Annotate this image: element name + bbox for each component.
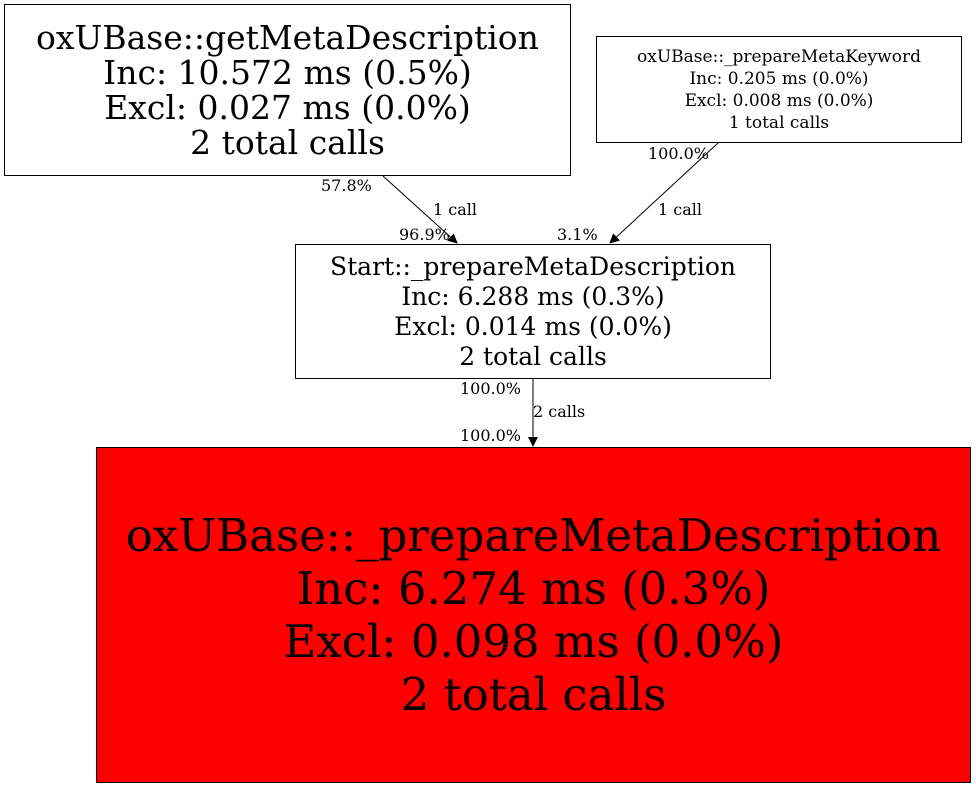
node-oxubase-preparemetadescription[interactable]: oxUBase::_prepareMetaDescription Inc: 6.… <box>96 447 971 783</box>
node-total-calls: 2 total calls <box>190 123 385 162</box>
edge-getmeta-to-start <box>382 175 458 244</box>
edge-tail-percent: 100.0% <box>648 144 710 163</box>
node-total-calls: 2 total calls <box>400 668 667 721</box>
node-oxubase-preparemetakeyword[interactable]: oxUBase::_prepareMetaKeyword Inc: 0.205 … <box>596 36 962 143</box>
node-total-calls: 2 total calls <box>459 341 607 371</box>
node-name: oxUBase::_prepareMetaDescription <box>125 509 942 562</box>
node-total-calls: 1 total calls <box>728 112 830 133</box>
node-name: Start::_prepareMetaDescription <box>330 251 736 281</box>
edge-call-count: 1 call <box>658 200 702 219</box>
node-exclusive-time: Excl: 0.014 ms (0.0%) <box>394 311 672 341</box>
edge-call-count: 2 calls <box>533 402 586 421</box>
edge-tail-percent: 100.0% <box>460 379 522 398</box>
node-inclusive-time: Inc: 6.274 ms (0.3%) <box>296 562 771 615</box>
edge-head-percent: 100.0% <box>460 426 522 445</box>
node-exclusive-time: Excl: 0.027 ms (0.0%) <box>104 88 471 127</box>
node-oxubase-getmetadescription[interactable]: oxUBase::getMetaDescription Inc: 10.572 … <box>4 4 571 176</box>
node-start-preparemetadescription[interactable]: Start::_prepareMetaDescription Inc: 6.28… <box>295 244 771 379</box>
edge-head-percent: 3.1% <box>557 225 598 244</box>
edge-keyword-to-start <box>609 142 719 244</box>
node-inclusive-time: Inc: 6.288 ms (0.3%) <box>401 281 665 311</box>
edge-tail-percent: 57.8% <box>321 176 372 195</box>
edge-head-percent: 96.9% <box>399 225 450 244</box>
node-name: oxUBase::_prepareMetaKeyword <box>637 46 921 67</box>
node-inclusive-time: Inc: 10.572 ms (0.5%) <box>103 53 472 92</box>
node-inclusive-time: Inc: 0.205 ms (0.0%) <box>689 68 869 89</box>
node-exclusive-time: Excl: 0.008 ms (0.0%) <box>684 90 874 111</box>
edge-call-count: 1 call <box>433 200 477 219</box>
node-name: oxUBase::getMetaDescription <box>36 18 539 57</box>
node-exclusive-time: Excl: 0.098 ms (0.0%) <box>283 615 784 668</box>
